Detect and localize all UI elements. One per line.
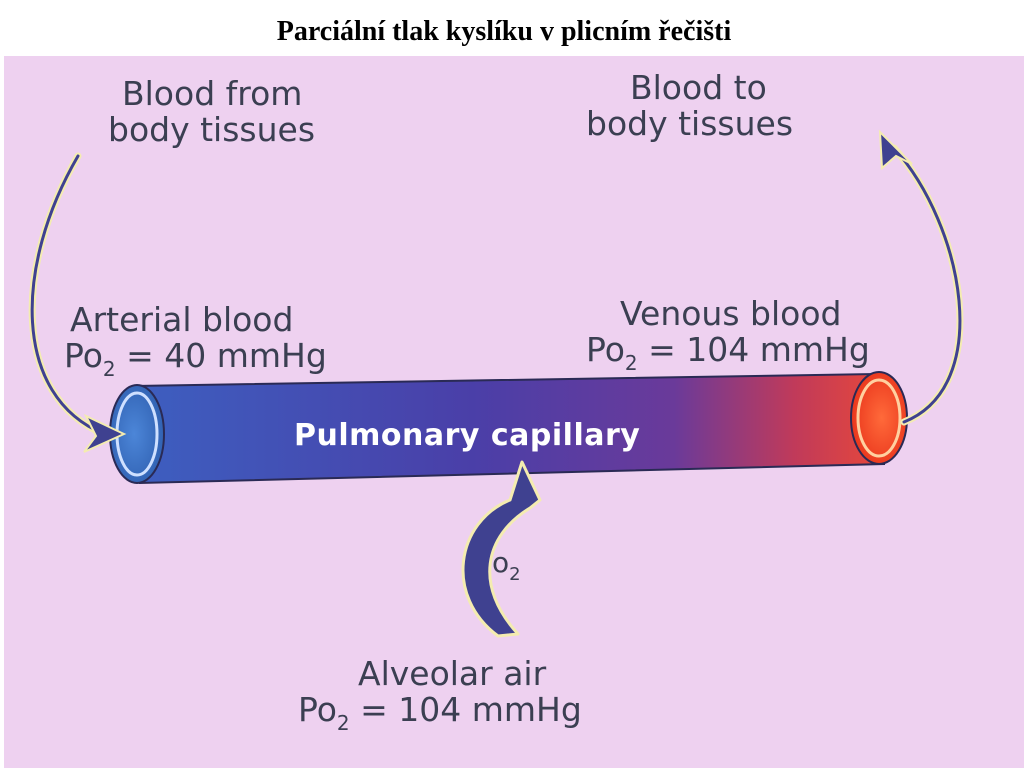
venous-blood-label: Venous blood Po2 = 104 mmHg [586, 296, 870, 381]
blood-from-line-1: Blood from [122, 74, 303, 113]
o2-diffusion-arrow [461, 460, 542, 638]
o2-label: o2 [492, 546, 521, 585]
blood-from-label: Blood from body tissues [108, 74, 315, 148]
pulmonary-capillary-label: Pulmonary capillary [294, 418, 641, 453]
incoming-blood-arrow [28, 152, 127, 453]
slide-title: Parciální tlak kyslíku v plicním řečišti [276, 16, 732, 47]
alveolar-air-label: Alveolar air Po2 = 104 mmHg [298, 656, 582, 741]
blood-from-line-2: body tissues [108, 110, 316, 149]
blood-to-label: Blood to body tissues [586, 68, 793, 142]
alveolar-po2: Po2 = 104 mmHg [298, 690, 582, 736]
alveolar-name: Alveolar air [358, 654, 547, 693]
diagram-graphics [28, 129, 964, 638]
outgoing-blood-arrow [878, 129, 964, 426]
arterial-blood-label: Arterial blood Po2 = 40 mmHg [64, 302, 327, 387]
venous-name: Venous blood [620, 294, 842, 333]
arterial-name: Arterial blood [70, 300, 294, 339]
blood-to-line-1: Blood to [630, 68, 767, 107]
arterial-po2: Po2 = 40 mmHg [64, 336, 327, 382]
pulmonary-capillary-diagram: Blood from body tissues Blood to body ti… [4, 56, 1024, 768]
venous-po2: Po2 = 104 mmHg [586, 330, 870, 376]
blood-to-line-2: body tissues [586, 104, 794, 143]
